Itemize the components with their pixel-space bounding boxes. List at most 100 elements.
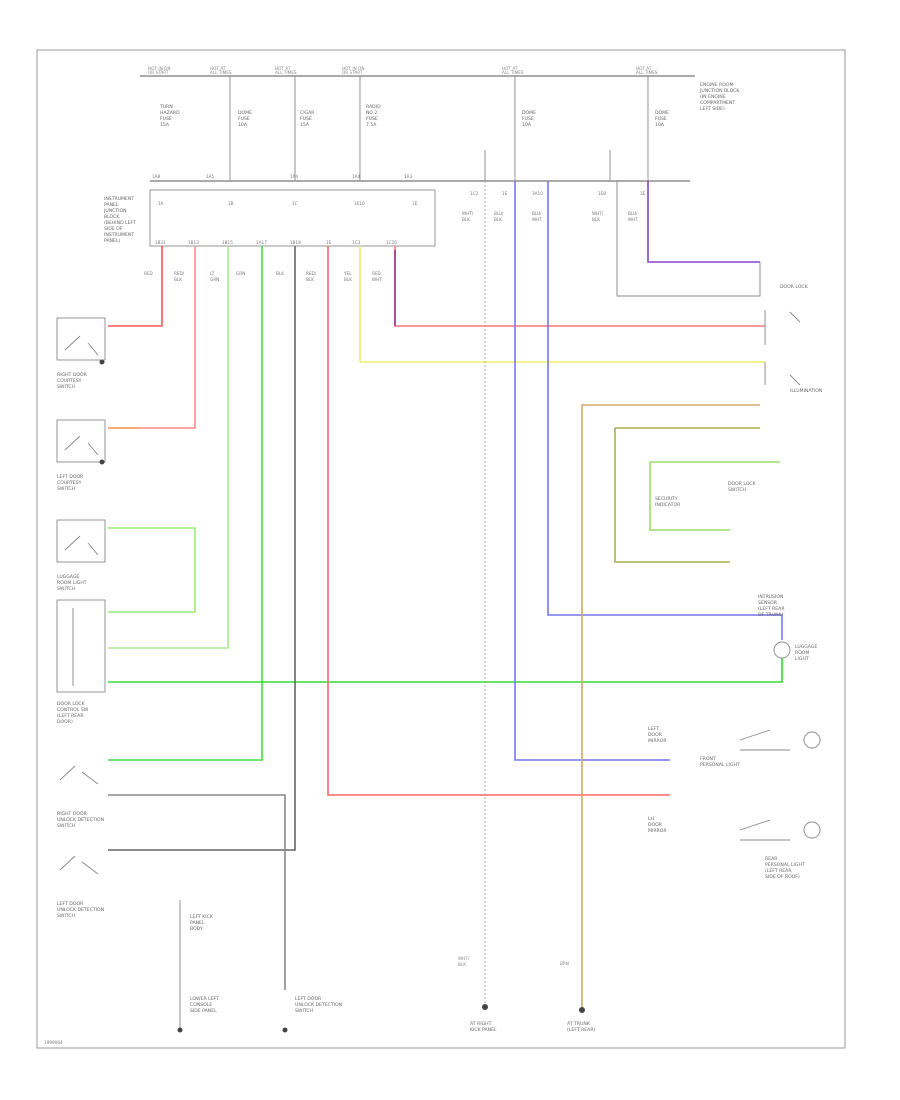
- svg-text:SENSOR: SENSOR: [758, 600, 778, 606]
- svg-text:1E: 1E: [502, 191, 508, 196]
- left-door-unlock-switch: [59, 855, 99, 875]
- svg-text:LEFT DOOR: LEFT DOOR: [57, 474, 84, 480]
- svg-text:INSTRUMENT: INSTRUMENT: [104, 196, 134, 202]
- svg-text:MIRROR: MIRROR: [648, 828, 667, 834]
- svg-text:HOT AT: HOT AT: [275, 66, 291, 71]
- svg-text:1B: 1B: [228, 201, 234, 206]
- svg-text:1A17: 1A17: [256, 240, 267, 245]
- svg-text:DOOR: DOOR: [648, 822, 663, 828]
- svg-text:RED/: RED/: [174, 271, 185, 276]
- svg-text:HOT AT: HOT AT: [636, 66, 652, 71]
- svg-text:BLOCK: BLOCK: [104, 214, 120, 220]
- svg-text:UNLOCK DETECTION: UNLOCK DETECTION: [57, 907, 104, 913]
- grounds: LEFT KICK PANEL BODY LOWER LEFT CONSOLE …: [177, 900, 596, 1033]
- power-bus: [140, 75, 695, 182]
- svg-text:1B13: 1B13: [188, 240, 199, 245]
- svg-text:MIRROR: MIRROR: [648, 738, 667, 744]
- svg-text:WHT: WHT: [372, 277, 382, 282]
- svg-text:DOME: DOME: [655, 110, 669, 116]
- svg-text:10A: 10A: [522, 122, 532, 128]
- bus-connector-codes: 1A8 1A5 1A4 1A4 1A3 1C2 1E 3A10 1E8 1E: [152, 174, 646, 196]
- svg-text:ENGINE ROOM: ENGINE ROOM: [700, 82, 733, 88]
- svg-text:AT TRUNK: AT TRUNK: [567, 1021, 591, 1027]
- svg-text:HOT AT: HOT AT: [210, 66, 226, 71]
- svg-text:GRN: GRN: [236, 271, 245, 276]
- svg-text:HOT IN ON: HOT IN ON: [148, 66, 170, 71]
- svg-text:KICK PANEL: KICK PANEL: [470, 1027, 497, 1033]
- svg-text:SWITCH: SWITCH: [728, 487, 746, 493]
- svg-text:SIDE OF: SIDE OF: [104, 226, 123, 232]
- svg-text:(LEFT REAR: (LEFT REAR: [765, 868, 792, 874]
- svg-text:1C: 1C: [292, 201, 298, 206]
- svg-text:DOOR LOCK: DOOR LOCK: [57, 701, 86, 707]
- svg-text:UNLOCK DETECTION: UNLOCK DETECTION: [57, 817, 104, 823]
- svg-text:1C3: 1C3: [352, 240, 361, 245]
- svg-text:SWITCH: SWITCH: [295, 1008, 313, 1014]
- svg-text:INDICATOR: INDICATOR: [655, 502, 681, 508]
- svg-text:ILLUMINATION: ILLUMINATION: [790, 388, 822, 394]
- svg-text:GRN: GRN: [210, 277, 219, 282]
- svg-text:RIGHT DOOR: RIGHT DOOR: [57, 372, 88, 378]
- svg-text:SWITCH: SWITCH: [57, 913, 75, 919]
- svg-text:UNLOCK DETECTION: UNLOCK DETECTION: [295, 1002, 342, 1008]
- svg-text:LEFT SIDE): LEFT SIDE): [700, 106, 725, 112]
- svg-text:ALL TIMES: ALL TIMES: [275, 70, 297, 75]
- svg-text:CONTROL SW: CONTROL SW: [57, 707, 89, 713]
- svg-text:1C16: 1C16: [386, 240, 397, 245]
- svg-text:RIGHT DOOR: RIGHT DOOR: [57, 811, 88, 817]
- svg-text:COMPARTMENT: COMPARTMENT: [700, 100, 735, 106]
- svg-text:SIDE PANEL: SIDE PANEL: [190, 1008, 217, 1014]
- svg-text:(BEHIND LEFT: (BEHIND LEFT: [104, 220, 136, 226]
- svg-text:PANEL: PANEL: [190, 920, 205, 926]
- svg-text:BLK: BLK: [494, 217, 502, 222]
- luggage-room-light: [773, 641, 791, 659]
- svg-text:LT: LT: [210, 271, 215, 276]
- svg-text:FUSE: FUSE: [366, 116, 378, 122]
- svg-text:1A3: 1A3: [404, 174, 413, 179]
- diagram-border: [36, 49, 846, 1049]
- svg-text:SWITCH: SWITCH: [57, 384, 75, 390]
- svg-text:WHT: WHT: [532, 217, 542, 222]
- svg-text:COURTESY: COURTESY: [57, 480, 82, 486]
- svg-text:BODY: BODY: [190, 926, 203, 932]
- svg-text:HAZARD: HAZARD: [160, 110, 180, 116]
- fuse-labels: HOT IN ON OR START HOT AT ALL TIMES HOT …: [148, 66, 740, 128]
- svg-text:PANEL): PANEL): [104, 238, 121, 244]
- luggage-room-light-switch: [56, 519, 106, 563]
- svg-text:(IN ENGINE: (IN ENGINE: [700, 94, 726, 100]
- svg-text:1A4: 1A4: [290, 174, 299, 179]
- svg-text:1A: 1A: [158, 201, 164, 206]
- svg-text:BLK: BLK: [276, 271, 284, 276]
- svg-text:INTRUSION: INTRUSION: [758, 594, 783, 600]
- svg-text:LEFT: LEFT: [648, 726, 659, 732]
- svg-text:LIGHT: LIGHT: [795, 656, 809, 662]
- svg-text:RED: RED: [144, 271, 153, 276]
- svg-text:SWITCH: SWITCH: [57, 586, 75, 592]
- svg-text:JUNCTION BLOCK: JUNCTION BLOCK: [699, 88, 740, 94]
- svg-text:LOWER LEFT: LOWER LEFT: [190, 996, 219, 1002]
- svg-text:1E10: 1E10: [354, 201, 365, 206]
- svg-text:15A: 15A: [160, 122, 170, 128]
- svg-text:WHT/: WHT/: [462, 211, 474, 216]
- svg-text:1B18: 1B18: [290, 240, 301, 245]
- svg-text:LH: LH: [648, 816, 654, 822]
- svg-text:LUGGAGE: LUGGAGE: [57, 574, 79, 580]
- svg-text:1C2: 1C2: [470, 191, 479, 196]
- svg-text:WHT/: WHT/: [458, 956, 470, 961]
- svg-text:SWITCH: SWITCH: [57, 486, 75, 492]
- svg-text:BLK: BLK: [344, 277, 352, 282]
- svg-text:DOOR LOCK: DOOR LOCK: [728, 481, 757, 487]
- svg-text:BLK: BLK: [306, 277, 314, 282]
- svg-text:BLK: BLK: [592, 217, 600, 222]
- right-door-unlock-switch: [59, 765, 99, 785]
- svg-text:10A: 10A: [238, 122, 248, 128]
- svg-text:1A8: 1A8: [152, 174, 161, 179]
- svg-text:OR START: OR START: [342, 70, 363, 75]
- svg-text:1A5: 1A5: [206, 174, 215, 179]
- svg-text:FUSE: FUSE: [160, 116, 172, 122]
- svg-text:BLK: BLK: [458, 962, 466, 967]
- svg-text:NO.2: NO.2: [366, 110, 377, 116]
- svg-text:1E: 1E: [412, 201, 418, 206]
- svg-text:10A: 10A: [655, 122, 665, 128]
